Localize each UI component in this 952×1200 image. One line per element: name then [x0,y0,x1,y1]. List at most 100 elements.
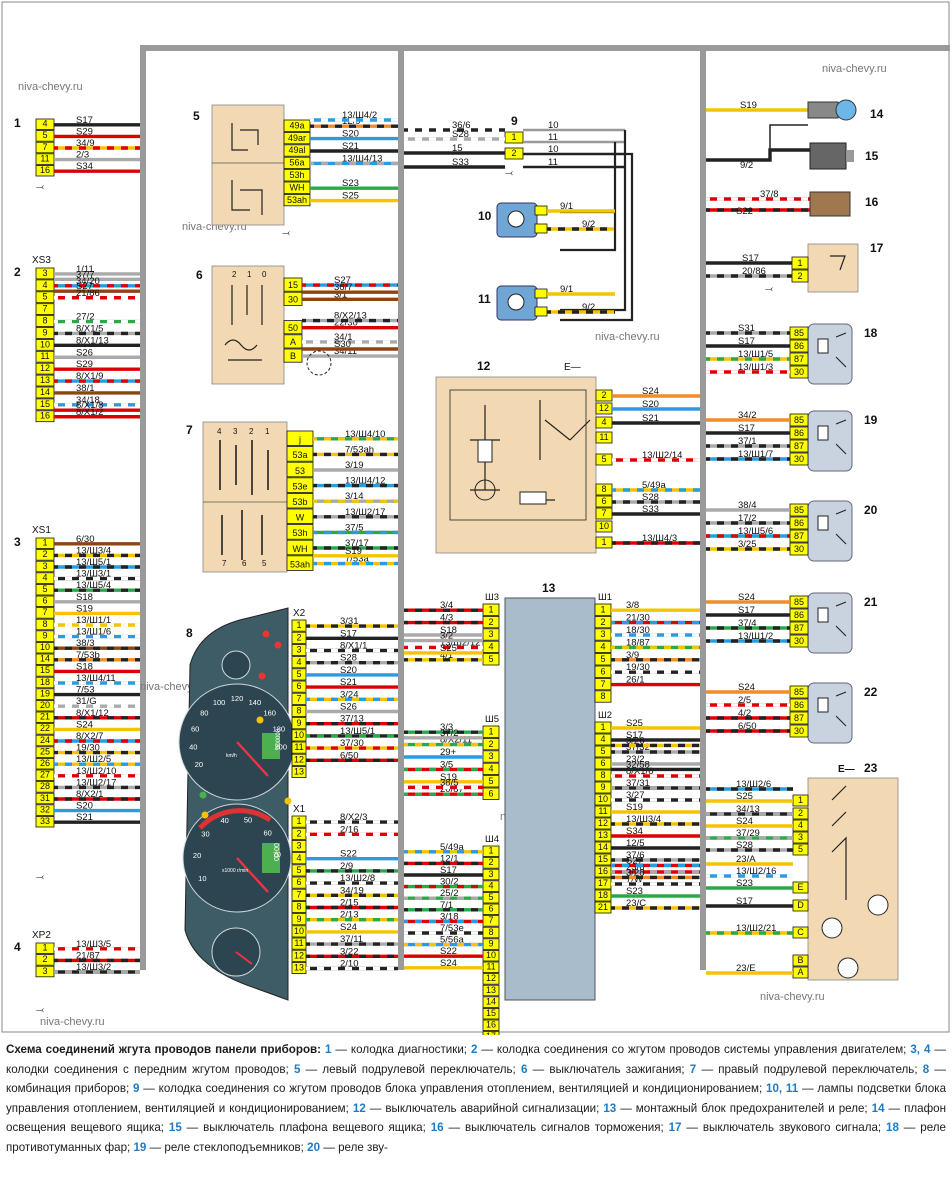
connector-3-wire-label: 13/Ш2/17 [76,777,116,788]
component-23-pin-label: 3 [798,832,803,842]
connector-2-pin-label: 14 [40,387,50,397]
component-23-wire-label: 34/13 [736,804,760,815]
caption-item: 10, 11 — лампы подсветки блока управлени… [6,1082,946,1115]
caption-item: 9 — колодка соединения со жгутом проводо… [129,1082,762,1095]
component-5-wire-label: S25 [342,191,359,202]
component-10-pin [534,223,548,234]
component-12-wire-label: 13/Ш4/3 [642,533,677,544]
connector-3-pin-label: 25 [40,746,50,756]
connector-sh4-wire-label: 3/18 [440,911,459,922]
tachometer-tick: 40 [220,816,228,825]
connector-3-pin-label: 10 [40,642,50,652]
connector-sh1-pin-label: 8 [600,691,605,701]
component-15-number: 15 [865,149,879,163]
connector-x1-pin [291,840,307,853]
component-23-body [807,777,899,981]
warning-lamp-icon [199,791,207,799]
component-6-wire-label: 34/11 [334,346,357,357]
caption-item-text: — колодка соединения со жгутом проводов … [477,1043,907,1056]
connector-2-pin-label: 8 [42,316,47,326]
connector-sh1-pin-label: 1 [600,604,605,614]
caption-item: 14 — плафон освещения вещевого ящика; [6,1102,946,1135]
component-12-body [435,376,597,554]
component-19-pin-label: 85 [794,415,804,425]
component-6-wire-label: 22/30 [334,318,358,329]
caption-item-text: — монтажный блок предохранителей и реле; [616,1101,868,1115]
component-22-wire-label: 6/50 [738,721,757,732]
caption-item: 6 — выключатель зажигания; [516,1063,685,1076]
frame-column [140,45,146,970]
glovebox-switch-plunger [846,150,854,162]
component-12-wire-label: S24 [642,386,659,397]
fuel-needle [235,951,253,965]
component-7-wire-label: 3/19 [345,460,364,471]
caption-item-number: 17 [663,1121,682,1134]
connector-x2-pin-label: 8 [296,706,301,716]
component-21-wire-label: S17 [738,605,755,616]
component-7-pin-label: WH [293,544,308,554]
component-18-number: 18 [864,326,878,340]
connector-sh4-wire-label: 5/56a [440,935,464,946]
component-20-pin-label: 86 [794,518,804,528]
caption-item: 20 — реле зву- [304,1141,388,1154]
component-21-pin-label: 86 [794,610,804,620]
component-9-wire-label: 36/6 [452,120,471,131]
connector-3-pin-label: 32 [40,804,50,814]
caption-item-text: — реле стеклоподъемников; [146,1140,304,1154]
connector-sh2-wire-label: S19 [626,802,643,813]
connector-x2-wire-label: 13/Ш5/1 [340,726,375,737]
caption-item: 1 — колодка диагностики; [325,1043,467,1056]
connector-sh1-pin [594,690,612,703]
component-22-pin-label: 87 [794,713,804,723]
connector-sh1-pin-label: 7 [600,679,605,689]
component-10-number: 10 [478,209,492,223]
connector-x1-pin-label: 5 [296,865,301,875]
caption-item-text: — левый подрулевой переключатель; [300,1062,516,1076]
connector-3-wire-label: S24 [76,719,93,730]
component-18-pin-label: 85 [794,328,804,338]
speedometer-tick: 100 [213,698,226,707]
connector-sh5-pin-label: 1 [488,726,493,736]
component-17-pin-label: 1 [797,258,802,268]
connector-sh4-pin-label: 2 [488,857,493,867]
connector-2-wire-label: 38/1 [76,383,95,394]
caption-item-number: 16 [425,1121,444,1134]
connector-x1-wire-label: 13/Ш2/8 [340,873,375,884]
component-20-wire-label: 17/2 [738,513,757,524]
component-10-pin [534,205,548,216]
connector-2-name: XS3 [32,255,51,266]
connector-sh1-wire-label: 3/9 [626,650,639,661]
connector-3-wire-label: 13/Ш3/4 [76,545,111,556]
connector-3-wire-label: 13/Ш2/5 [76,754,111,765]
caption-item: 12 — выключатель аварийной сигнализации; [349,1102,599,1115]
connector-sh3-name: Ш3 [485,592,499,603]
component-11-number: 11 [478,292,491,306]
connector-x2-wire-label: S21 [340,677,357,688]
component-17-body [807,243,859,293]
connector-x2-name: X2 [293,608,306,619]
connector-2-wire-label: S26 [76,347,93,358]
connector-sh2-pin-label: 21 [598,902,608,912]
component-11-bulb-icon [507,293,525,311]
connector-x2-pin-label: 7 [296,693,301,703]
component-20-pin-label: 30 [794,544,804,554]
component-20-coil-icon [817,515,829,531]
speedometer-tick: 160 [263,709,276,718]
connector-x2-wire-label: 37/30 [340,738,364,749]
component-5-wire-label: S23 [342,178,359,189]
connector-3-pin-label: 2 [42,549,47,559]
connector-x2-wire-label: S17 [340,628,357,639]
connector-2-number: 2 [14,265,21,279]
connector-3-wire-label: 13/Ш4/11 [76,673,116,684]
component-10-wire-label: 9/1 [560,201,573,212]
warning-lamp-icon [201,811,209,819]
caption-item-number: 18 [881,1121,899,1134]
connector-3-pin-label: 18 [40,677,50,687]
odometer-value: 000000 [276,728,282,749]
component-16-wire-label: S22 [736,206,753,217]
component-23-pin [792,954,809,967]
component-21-pin-label: 87 [794,623,804,633]
tachometer-tick: 30 [201,829,209,838]
connector-x1-pin-label: 13 [294,963,304,973]
connector-3-pin-label: 6 [42,596,47,606]
